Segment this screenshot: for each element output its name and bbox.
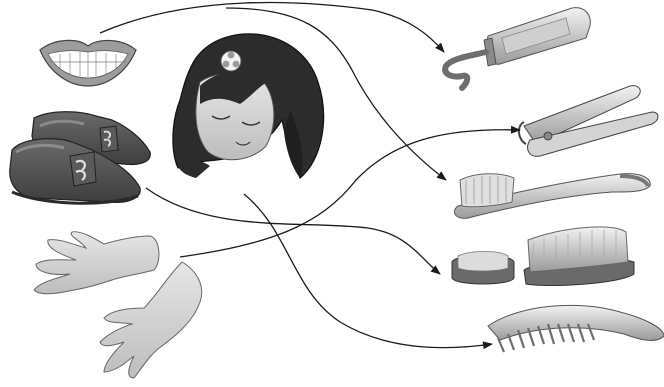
- mouth-icon: [39, 39, 137, 87]
- hands-icon: [33, 231, 203, 379]
- arrow-head-to-toothbrush: [225, 7, 447, 181]
- toothpaste-icon: [442, 7, 591, 91]
- comb-icon: [487, 304, 664, 353]
- arrow-shoes-to-shoe-brushes: [145, 187, 441, 275]
- arrow-head-to-comb: [243, 193, 493, 350]
- shoe-brushes-icon: [451, 226, 635, 287]
- toothbrush-icon: [453, 173, 651, 219]
- arrow-mouth-to-toothpaste: [99, 1, 445, 53]
- shoes-icon: [9, 111, 151, 205]
- girl-head-icon: [172, 33, 325, 180]
- arrow-hands-to-nail-clipper: [179, 125, 521, 258]
- hair-clip-icon: [220, 50, 242, 72]
- connection-arrows: [99, 1, 521, 350]
- nail-clipper-icon: [518, 85, 659, 157]
